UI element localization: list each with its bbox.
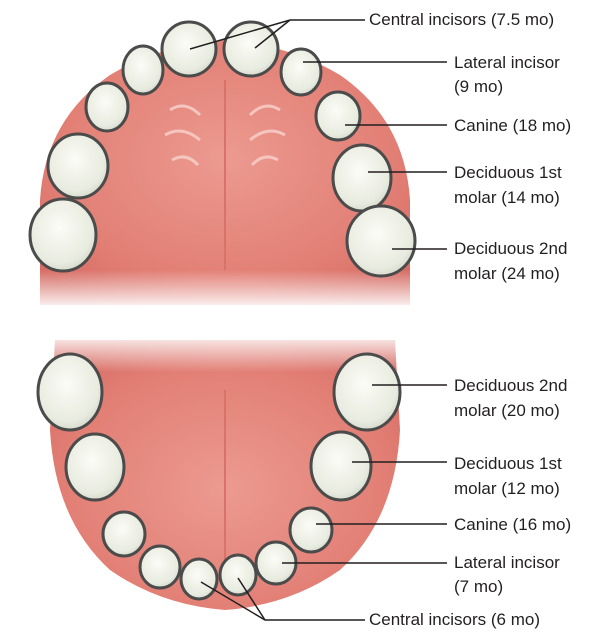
label-lower-first-molar: Deciduous 1st [454,453,562,475]
lower-right-central-incisor [181,559,217,599]
upper-right-lateral-incisor [123,46,163,94]
label-upper-canine: Canine (18 mo) [454,115,571,137]
lower-left-canine [290,508,332,552]
upper-right-first-molar [48,134,108,198]
upper-left-lateral-incisor [281,49,321,95]
label-upper-first-molar-age: molar (14 mo) [454,187,560,209]
label-upper-central-incisors: Central incisors (7.5 mo) [369,9,554,31]
lower-right-second-molar [38,354,102,430]
lower-right-canine [103,512,145,556]
label-upper-lateral-incisor-age: (9 mo) [454,76,503,98]
label-lower-second-molar-age: molar (20 mo) [454,400,560,422]
upper-left-central-incisor [224,22,278,76]
label-lower-canine: Canine (16 mo) [454,514,571,536]
label-lower-lateral-incisor-age: (7 mo) [454,576,503,598]
upper-right-canine [86,83,128,131]
upper-right-second-molar [30,199,96,271]
label-lower-first-molar-age: molar (12 mo) [454,478,560,500]
label-upper-lateral-incisor: Lateral incisor [454,52,560,74]
label-upper-first-molar: Deciduous 1st [454,162,562,184]
lower-left-second-molar [334,354,400,430]
lower-right-lateral-incisor [140,546,180,588]
label-lower-central-incisors: Central incisors (6 mo) [369,609,540,631]
lower-right-first-molar [66,434,124,500]
lower-left-first-molar [311,432,371,500]
upper-right-central-incisor [162,22,216,76]
upper-left-canine [316,92,360,140]
label-lower-lateral-incisor: Lateral incisor [454,552,560,574]
label-upper-second-molar-age: molar (24 mo) [454,263,560,285]
upper-left-second-molar [347,206,415,276]
label-upper-second-molar: Deciduous 2nd [454,238,567,260]
lower-left-central-incisor [220,555,256,595]
upper-left-first-molar [333,145,391,211]
label-lower-second-molar: Deciduous 2nd [454,375,567,397]
